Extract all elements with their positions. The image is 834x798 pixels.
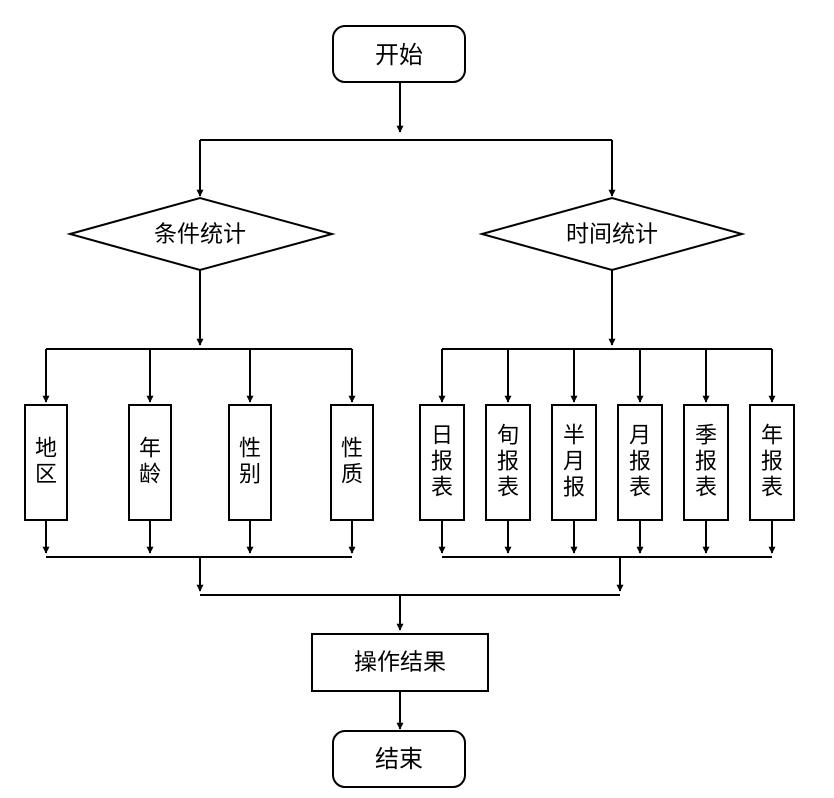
item-nature-label: 性质 [341,437,363,488]
end-node: 结束 [332,730,466,788]
result-node: 操作结果 [311,633,489,692]
item-gender-label: 性别 [239,437,261,488]
item-yearly-report-label: 年报表 [761,424,783,501]
connector-lines [42,82,776,730]
item-tenday-report: 旬报表 [485,404,531,521]
item-nature: 性质 [330,404,374,521]
item-yearly-report: 年报表 [749,404,795,521]
condition-label: 条件统计 [154,222,246,248]
item-quarterly-report: 季报表 [683,404,729,521]
start-node: 开始 [332,25,466,83]
time-items: 日报表 旬报表 半月报 月报表 季报表 年报表 [419,404,795,521]
condition-decision: 条件统计 [66,196,336,272]
item-halfmonth-report: 半月报 [551,404,597,521]
item-gender: 性别 [228,404,272,521]
item-monthly-report: 月报表 [617,404,663,521]
time-decision: 时间统计 [478,196,746,272]
item-daily-report: 日报表 [419,404,465,521]
item-monthly-report-label: 月报表 [629,424,651,501]
item-age: 年龄 [128,404,172,521]
item-region: 地区 [24,404,68,521]
item-daily-report-label: 日报表 [431,424,453,501]
condition-items: 地区 年龄 性别 性质 [24,404,374,521]
item-quarterly-report-label: 季报表 [695,424,717,501]
result-label: 操作结果 [354,650,446,676]
time-label: 时间统计 [566,222,658,248]
end-label: 结束 [375,745,423,773]
item-tenday-report-label: 旬报表 [497,424,519,501]
item-halfmonth-report-label: 半月报 [563,424,585,501]
item-region-label: 地区 [35,437,57,488]
start-label: 开始 [375,41,423,69]
item-age-label: 年龄 [139,437,161,488]
